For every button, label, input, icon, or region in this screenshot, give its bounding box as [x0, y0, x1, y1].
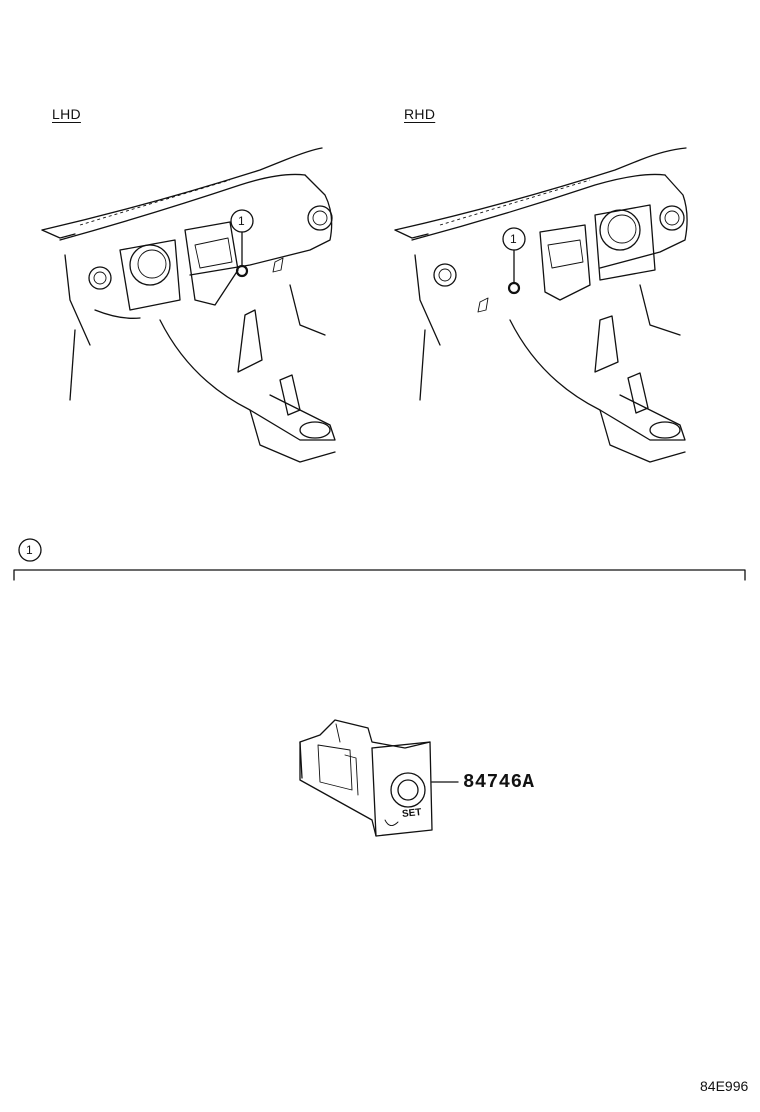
lhd-callout-circle — [230, 209, 254, 233]
rhd-label: RHD — [404, 106, 436, 122]
lhd-label: LHD — [52, 106, 81, 122]
section-callout-circle — [18, 538, 42, 562]
section-callout-number: 1 — [26, 543, 33, 557]
rhd-callout-circle — [502, 227, 526, 251]
lhd-callout-number: 1 — [238, 214, 245, 228]
drawing-code: 84E996 — [700, 1078, 749, 1094]
switch-body-lines — [299, 719, 433, 837]
knob-label: SET — [401, 807, 422, 820]
rhd-dashboard-lines — [394, 147, 688, 463]
part-number: 84746A — [463, 771, 535, 793]
rhd-callout-number: 1 — [510, 232, 517, 246]
lhd-dashboard-lines — [41, 147, 336, 463]
